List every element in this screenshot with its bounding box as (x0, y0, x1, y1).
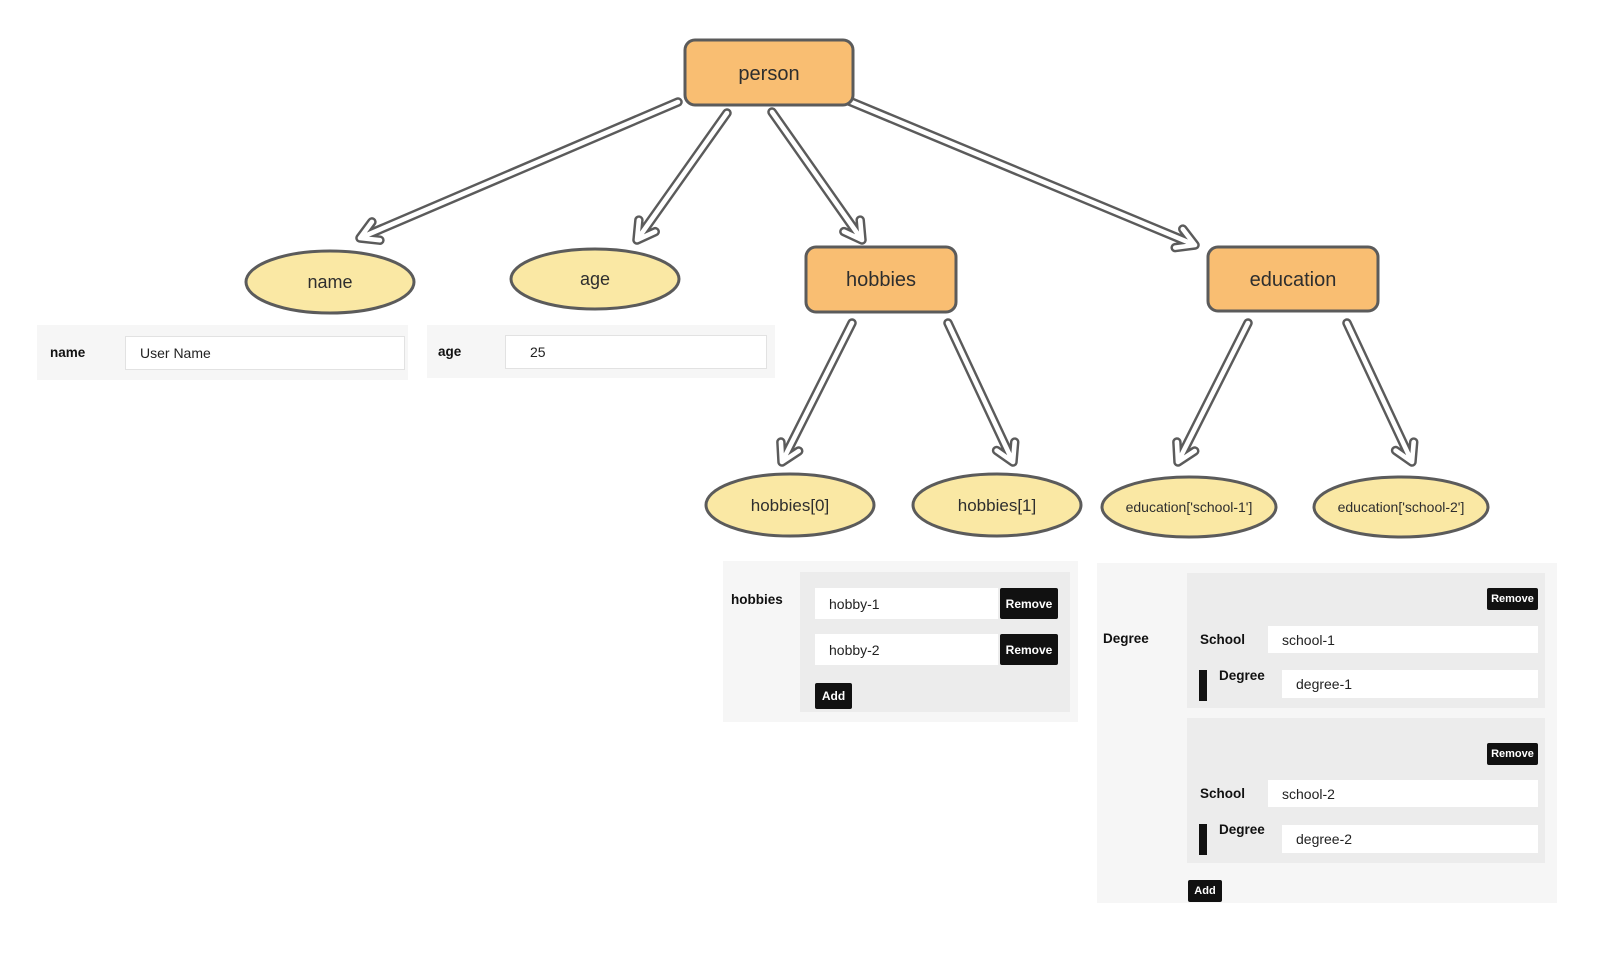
degree-indent-bar (1199, 670, 1207, 701)
node-name[interactable]: name (244, 249, 416, 315)
hobbies-field-label: hobbies (731, 592, 783, 607)
name-input[interactable] (125, 335, 405, 370)
edge-person-age (632, 108, 732, 245)
hobbies0-node-shape[interactable] (704, 472, 876, 538)
education-node-label: education (1250, 269, 1337, 291)
hobby-add-button[interactable]: Add (815, 683, 852, 709)
edge-hobbies-hobbies1 (943, 318, 1020, 467)
edge-person-hobbies (767, 107, 867, 245)
hobby-row: Remove (815, 588, 1070, 619)
education-node-shape[interactable] (1206, 245, 1380, 313)
hobbies-form: hobbies Remove Remove Add (723, 561, 1078, 722)
school1-node-label: education['school-1'] (1126, 499, 1253, 515)
education-add-button[interactable]: Add (1188, 880, 1222, 902)
hobby-remove-button-1[interactable]: Remove (1000, 634, 1058, 665)
node-school1[interactable]: education['school-1'] (1100, 475, 1278, 539)
school-field-label: School (1200, 786, 1246, 801)
name-node-shape[interactable] (244, 249, 416, 315)
person-node-shape[interactable] (683, 38, 855, 107)
hobbies-list: Remove Remove Add (800, 572, 1070, 712)
edge-education-school1 (1172, 318, 1253, 467)
education-field-label: Degree (1103, 631, 1149, 646)
age-node-shape[interactable] (509, 247, 681, 311)
age-node-label: age (580, 269, 610, 289)
node-hobbies1[interactable]: hobbies[1] (911, 472, 1083, 538)
degree-input-1[interactable] (1282, 825, 1538, 853)
name-node-label: name (307, 272, 352, 292)
person-node-label: person (738, 63, 799, 85)
hobbies1-node-label: hobbies[1] (958, 496, 1036, 515)
education-remove-button-1[interactable]: Remove (1487, 743, 1538, 765)
school-input-1[interactable] (1268, 780, 1538, 807)
hobbies-node-label: hobbies (846, 269, 916, 291)
hobbies-node-shape[interactable] (804, 245, 958, 314)
edge-hobbies-hobbies0 (776, 318, 857, 467)
name-field-label: name (50, 345, 86, 360)
age-input[interactable] (505, 334, 767, 369)
education-entry-card-0: Remove School Degree (1187, 573, 1545, 708)
hobbies0-node-label: hobbies[0] (751, 496, 829, 515)
school2-node-label: education['school-2'] (1338, 499, 1465, 515)
education-form: Degree Remove School Degree Remove Schoo… (1097, 563, 1557, 903)
edge-person-name (355, 97, 683, 245)
degree-field-label: Degree (1219, 822, 1265, 837)
node-school2[interactable]: education['school-2'] (1312, 475, 1490, 539)
node-hobbies[interactable]: hobbies (804, 245, 958, 314)
degree-field-label: Degree (1219, 668, 1265, 683)
degree-input-0[interactable] (1282, 670, 1538, 698)
hobbies1-node-shape[interactable] (911, 472, 1083, 538)
edge-person-education (844, 96, 1200, 253)
hobby-row: Remove (815, 634, 1070, 665)
hobby-remove-button-0[interactable]: Remove (1000, 588, 1058, 619)
school2-node-shape[interactable] (1312, 475, 1490, 539)
node-person[interactable]: person (683, 38, 855, 107)
hobby-input-1[interactable] (815, 634, 998, 665)
age-field-label: age (438, 344, 462, 359)
school1-node-shape[interactable] (1100, 475, 1278, 539)
hobby-input-0[interactable] (815, 588, 998, 619)
node-hobbies0[interactable]: hobbies[0] (704, 472, 876, 538)
node-age[interactable]: age (509, 247, 681, 311)
node-education[interactable]: education (1206, 245, 1380, 313)
edge-education-school2 (1342, 318, 1419, 467)
degree-indent-bar (1199, 824, 1207, 855)
school-field-label: School (1200, 632, 1246, 647)
education-entry-card-1: Remove School Degree (1187, 718, 1545, 863)
age-form: age (427, 325, 775, 378)
name-form: name (37, 325, 408, 380)
education-remove-button-0[interactable]: Remove (1487, 588, 1538, 610)
school-input-0[interactable] (1268, 626, 1538, 653)
edges (355, 96, 1419, 467)
